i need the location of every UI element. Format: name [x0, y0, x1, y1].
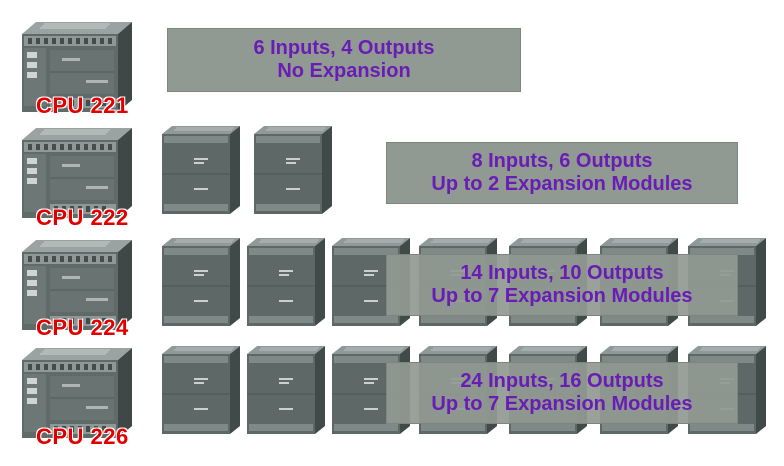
cpu-label: CPU 222 — [36, 205, 129, 230]
cpu-label: CPU 224 — [36, 315, 129, 340]
spec-box: 24 Inputs, 16 Outputs Up to 7 Expansion … — [386, 362, 738, 424]
expansion-module — [158, 344, 242, 436]
spec-box: 8 Inputs, 6 Outputs Up to 2 Expansion Mo… — [386, 142, 738, 204]
spec-line-2: Up to 7 Expansion Modules — [431, 393, 693, 415]
spec-box: 14 Inputs, 10 Outputs Up to 7 Expansion … — [386, 254, 738, 316]
spec-line-1: 8 Inputs, 6 Outputs — [471, 150, 653, 172]
spec-line-2: Up to 2 Expansion Modules — [431, 173, 693, 195]
spec-line-1: 14 Inputs, 10 Outputs — [460, 262, 664, 284]
spec-line-2: Up to 7 Expansion Modules — [431, 285, 693, 307]
cpu-label: CPU 221 — [36, 93, 129, 118]
expansion-module — [243, 236, 327, 328]
spec-line-1: 6 Inputs, 4 Outputs — [253, 37, 435, 59]
expansion-module — [250, 124, 334, 216]
expansion-module — [158, 124, 242, 216]
spec-line-2: No Expansion — [277, 60, 411, 82]
expansion-module — [243, 344, 327, 436]
cpu-label: CPU 226 — [36, 424, 129, 449]
spec-box: 6 Inputs, 4 Outputs No Expansion — [167, 28, 521, 92]
spec-line-1: 24 Inputs, 16 Outputs — [460, 370, 664, 392]
expansion-module — [158, 236, 242, 328]
